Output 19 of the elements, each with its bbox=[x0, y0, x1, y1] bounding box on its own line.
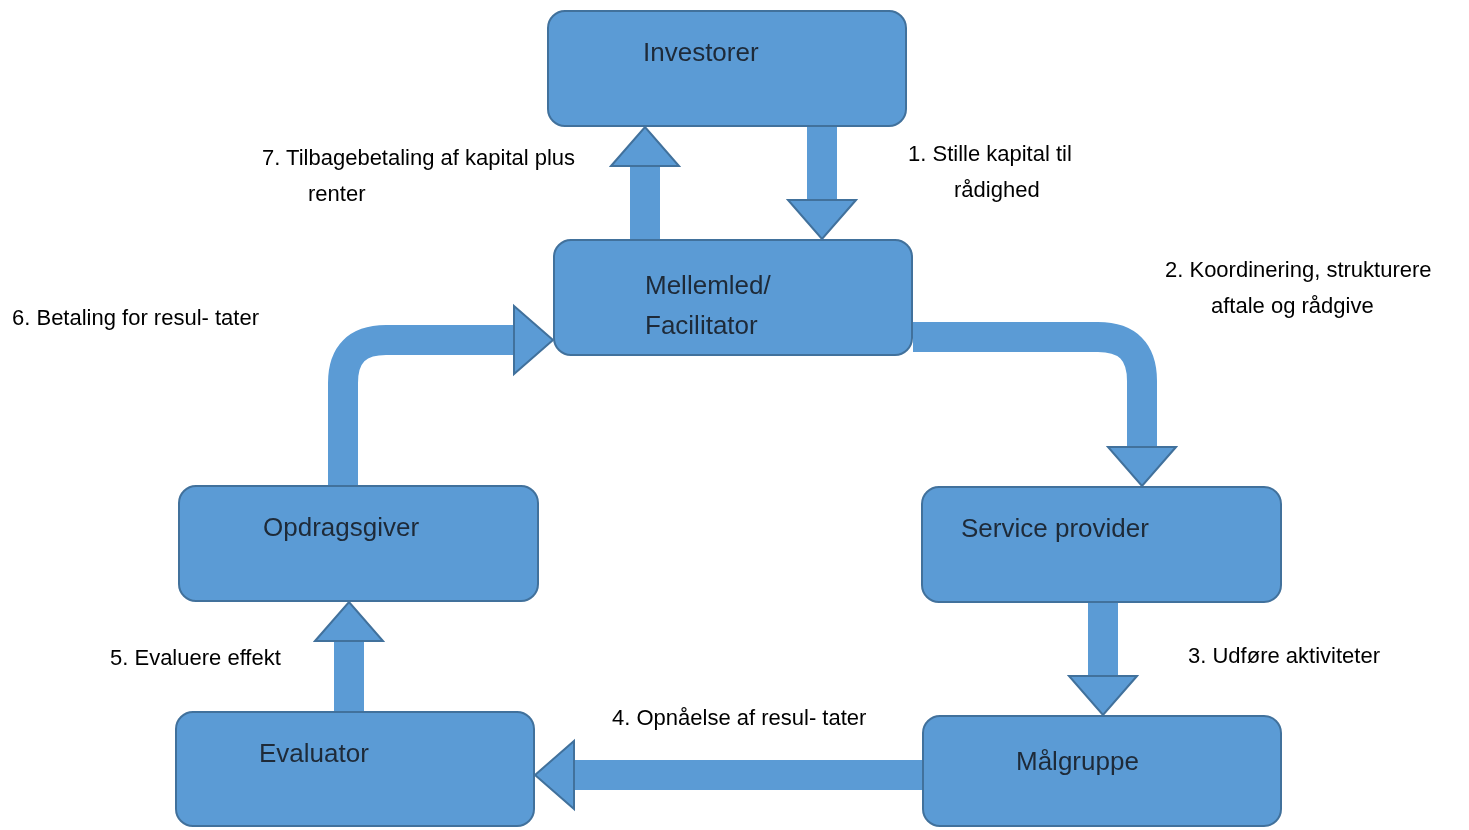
block-arrow bbox=[610, 126, 680, 239]
box-label: Målgruppe bbox=[1016, 745, 1140, 778]
block-arrow bbox=[314, 601, 384, 711]
block-arrow bbox=[534, 740, 922, 810]
process-box bbox=[922, 715, 1282, 827]
block-arrow bbox=[787, 127, 857, 240]
box-label: Investorer bbox=[643, 36, 760, 69]
process-box bbox=[175, 711, 535, 827]
block-arrow bbox=[913, 322, 1177, 487]
box-label: Mellemled/ Facilitator bbox=[645, 269, 772, 342]
box-label: Service provider bbox=[961, 512, 1150, 545]
process-box bbox=[178, 485, 539, 602]
process-box bbox=[547, 10, 907, 127]
process-box bbox=[921, 486, 1282, 603]
block-arrow bbox=[1068, 603, 1138, 716]
block-arrow bbox=[328, 305, 554, 485]
process-box bbox=[553, 239, 913, 356]
box-label: Opdragsgiver bbox=[263, 511, 421, 544]
box-label: Evaluator bbox=[259, 737, 370, 770]
